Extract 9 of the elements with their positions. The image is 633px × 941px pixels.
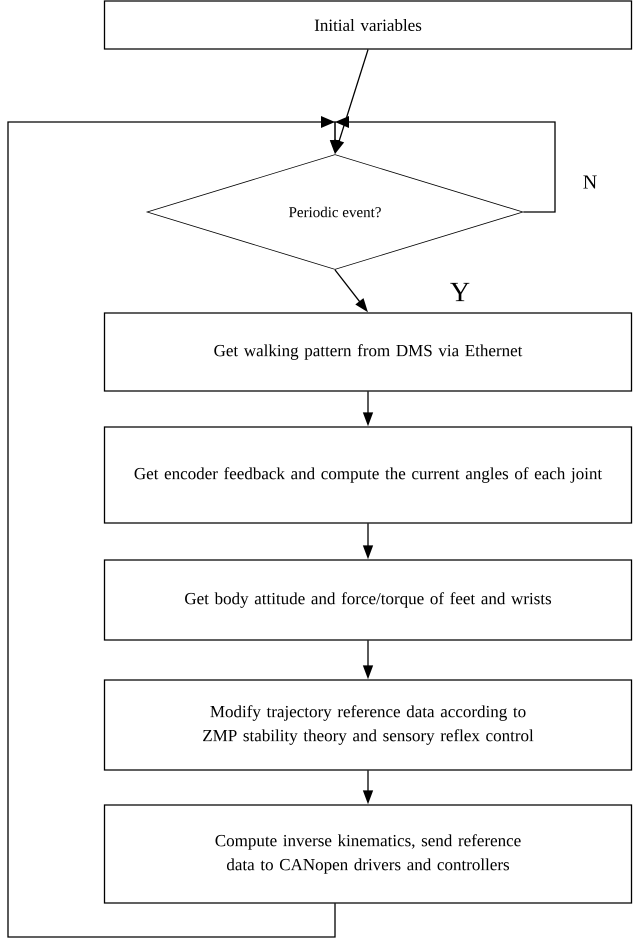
process-box: Get encoder feedback and compute the current angles of each joint xyxy=(104,426,632,524)
process-box: Modify trajectory reference data according to ZMP stability theory and sensory reflex control xyxy=(104,679,632,771)
process-box: Compute inverse kinematics, send reference data to CANopen drivers and controllers xyxy=(104,804,632,904)
process-box: Get walking pattern from DMS via Ethernet xyxy=(104,312,632,392)
process-box: Get body attitude and force/torque of feet and wrists xyxy=(104,559,632,641)
edge-label: Y xyxy=(448,282,472,302)
edge-label: N xyxy=(582,174,598,190)
arrow xyxy=(7,116,340,938)
process-box: Initial variables xyxy=(104,0,632,50)
